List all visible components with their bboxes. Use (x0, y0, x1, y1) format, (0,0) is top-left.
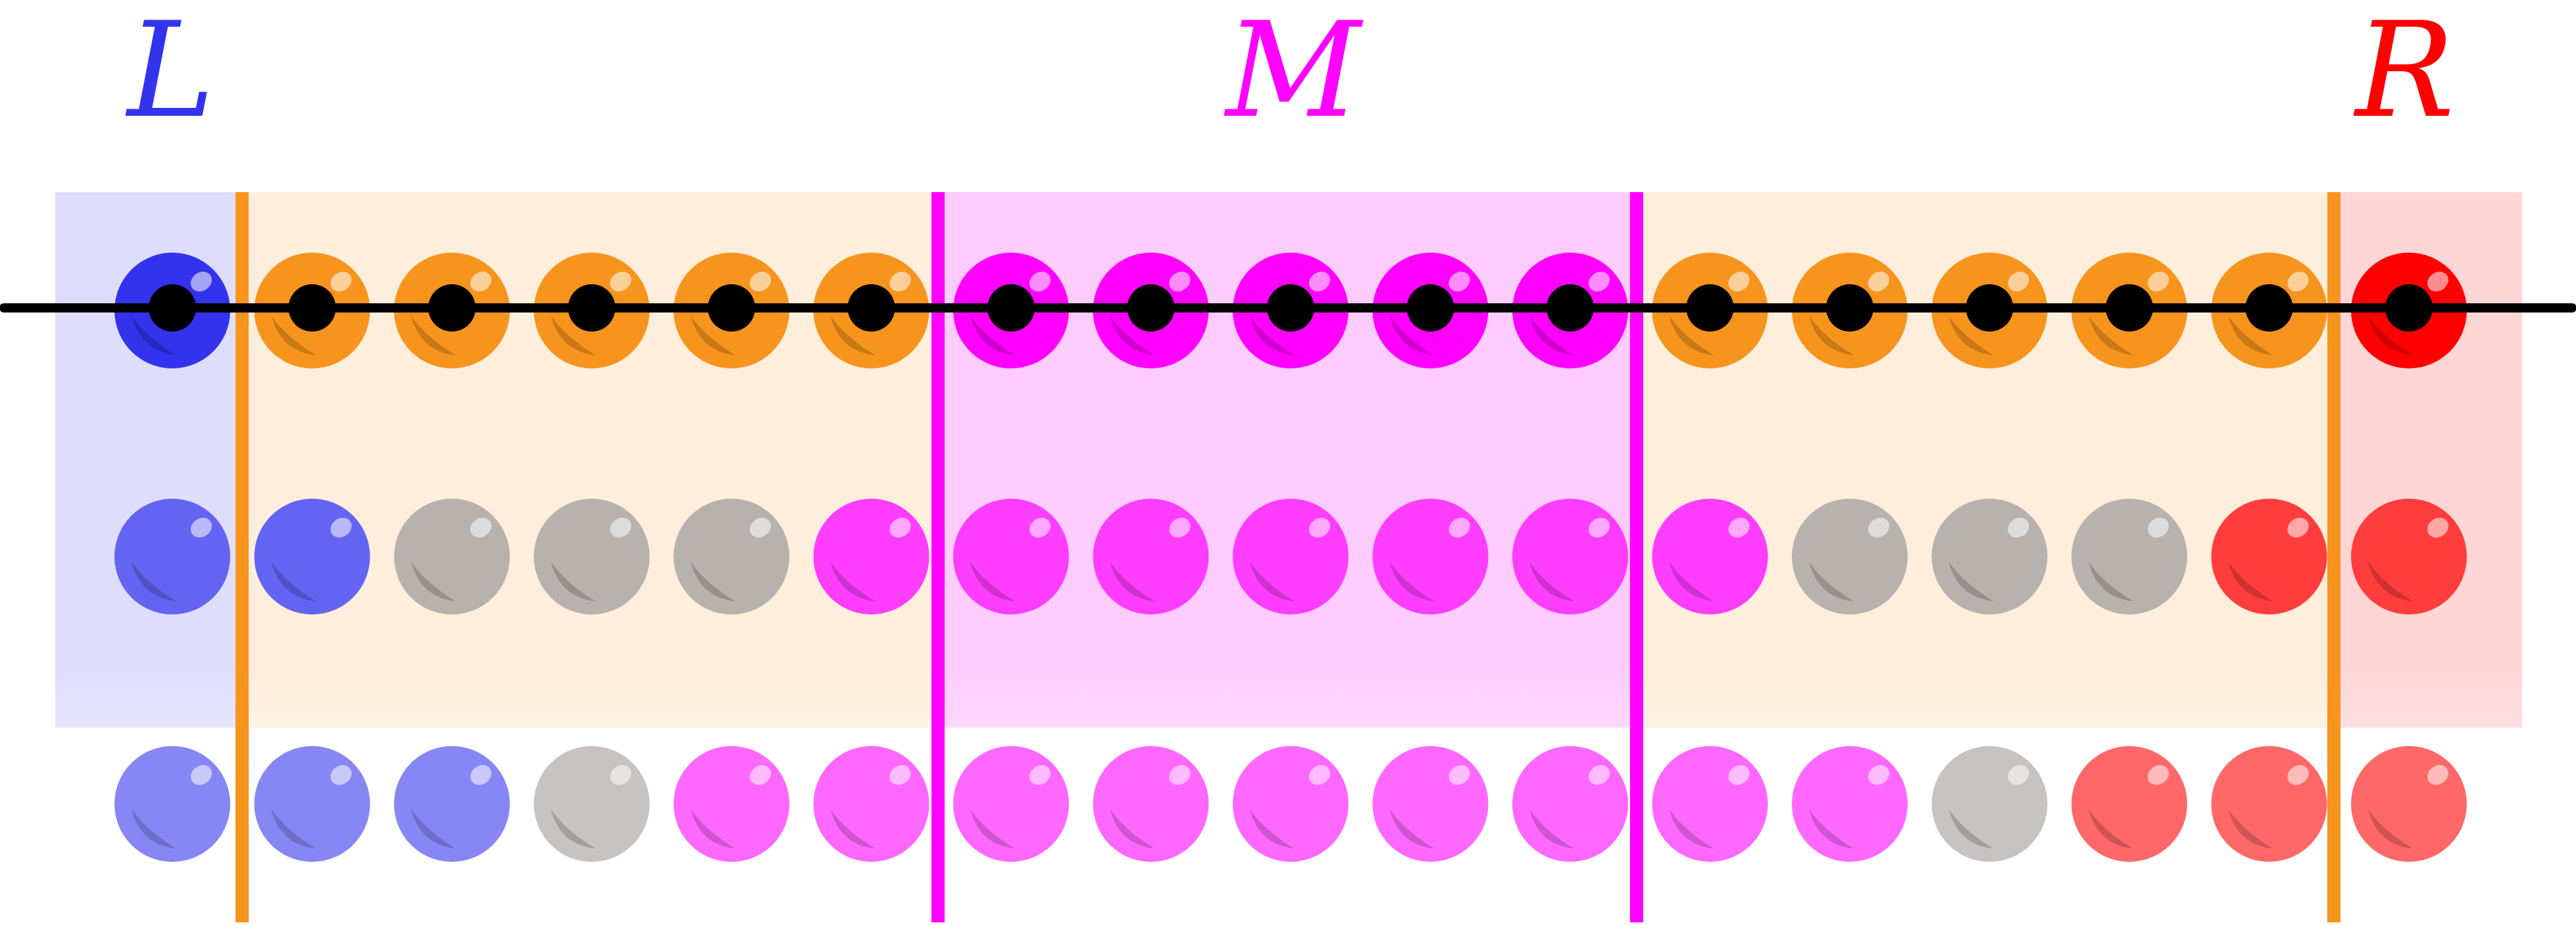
sphere-magenta (1233, 746, 1349, 862)
sphere-blue (254, 746, 370, 862)
label-left: L (125, 0, 215, 147)
region-divider (931, 192, 945, 922)
sphere-blue (114, 746, 230, 862)
sphere-magenta (1093, 499, 1209, 614)
chain-node (1547, 284, 1594, 332)
sphere-magenta (674, 746, 789, 862)
region-dividers (235, 192, 2341, 922)
sphere-magenta (813, 746, 929, 862)
sphere-gray (394, 499, 510, 614)
sphere-gray (674, 499, 789, 614)
chain-node (149, 284, 196, 332)
chain-node (1127, 284, 1175, 332)
chain-node (1966, 284, 2014, 332)
chain-node (2106, 284, 2153, 332)
sphere-magenta (953, 499, 1069, 614)
chain-node (987, 284, 1035, 332)
chain-node (708, 284, 755, 332)
sphere-magenta (1652, 499, 1768, 614)
sphere-red (2211, 746, 2327, 862)
sphere-red (2351, 746, 2467, 862)
label-middle: M (1224, 0, 1364, 147)
sphere-row-bottom (114, 746, 2467, 862)
sphere-magenta (1233, 499, 1349, 614)
sphere-red (2211, 499, 2327, 614)
chain-node (2385, 284, 2433, 332)
chain-node (2245, 284, 2293, 332)
sphere-gray (1931, 499, 2048, 614)
sphere-magenta (813, 499, 929, 614)
sphere-blue (254, 499, 370, 614)
chain-node (1826, 284, 1873, 332)
chain (0, 284, 2576, 332)
region-divider (1630, 192, 1643, 922)
chain-node (428, 284, 476, 332)
sphere-magenta (1652, 746, 1768, 862)
sphere-magenta (1372, 499, 1489, 614)
chain-node (1406, 284, 1454, 332)
sphere-red (2071, 746, 2187, 862)
region-divider (235, 192, 249, 922)
sphere-row-middle (114, 499, 2467, 614)
sphere-gray (533, 499, 650, 614)
chain-node (568, 284, 616, 332)
sphere-gray (1931, 746, 2048, 862)
sphere-gray (2071, 499, 2187, 614)
sphere-magenta (1792, 746, 1908, 862)
sphere-gray (533, 746, 650, 862)
sphere-blue (114, 499, 230, 614)
region-divider (2327, 192, 2341, 922)
sphere-gray (1792, 499, 1908, 614)
sphere-magenta (1372, 746, 1489, 862)
chain-node (1267, 284, 1314, 332)
label-right: R (2353, 0, 2455, 147)
chain-node (1686, 284, 1734, 332)
sphere-magenta (1093, 746, 1209, 862)
sphere-blue (394, 746, 510, 862)
sphere-magenta (1512, 746, 1628, 862)
sphere-magenta (953, 746, 1069, 862)
sphere-grid (114, 253, 2467, 862)
sphere-magenta (1512, 499, 1628, 614)
chain-node (288, 284, 336, 332)
chain-node (847, 284, 895, 332)
sphere-red (2351, 499, 2467, 614)
